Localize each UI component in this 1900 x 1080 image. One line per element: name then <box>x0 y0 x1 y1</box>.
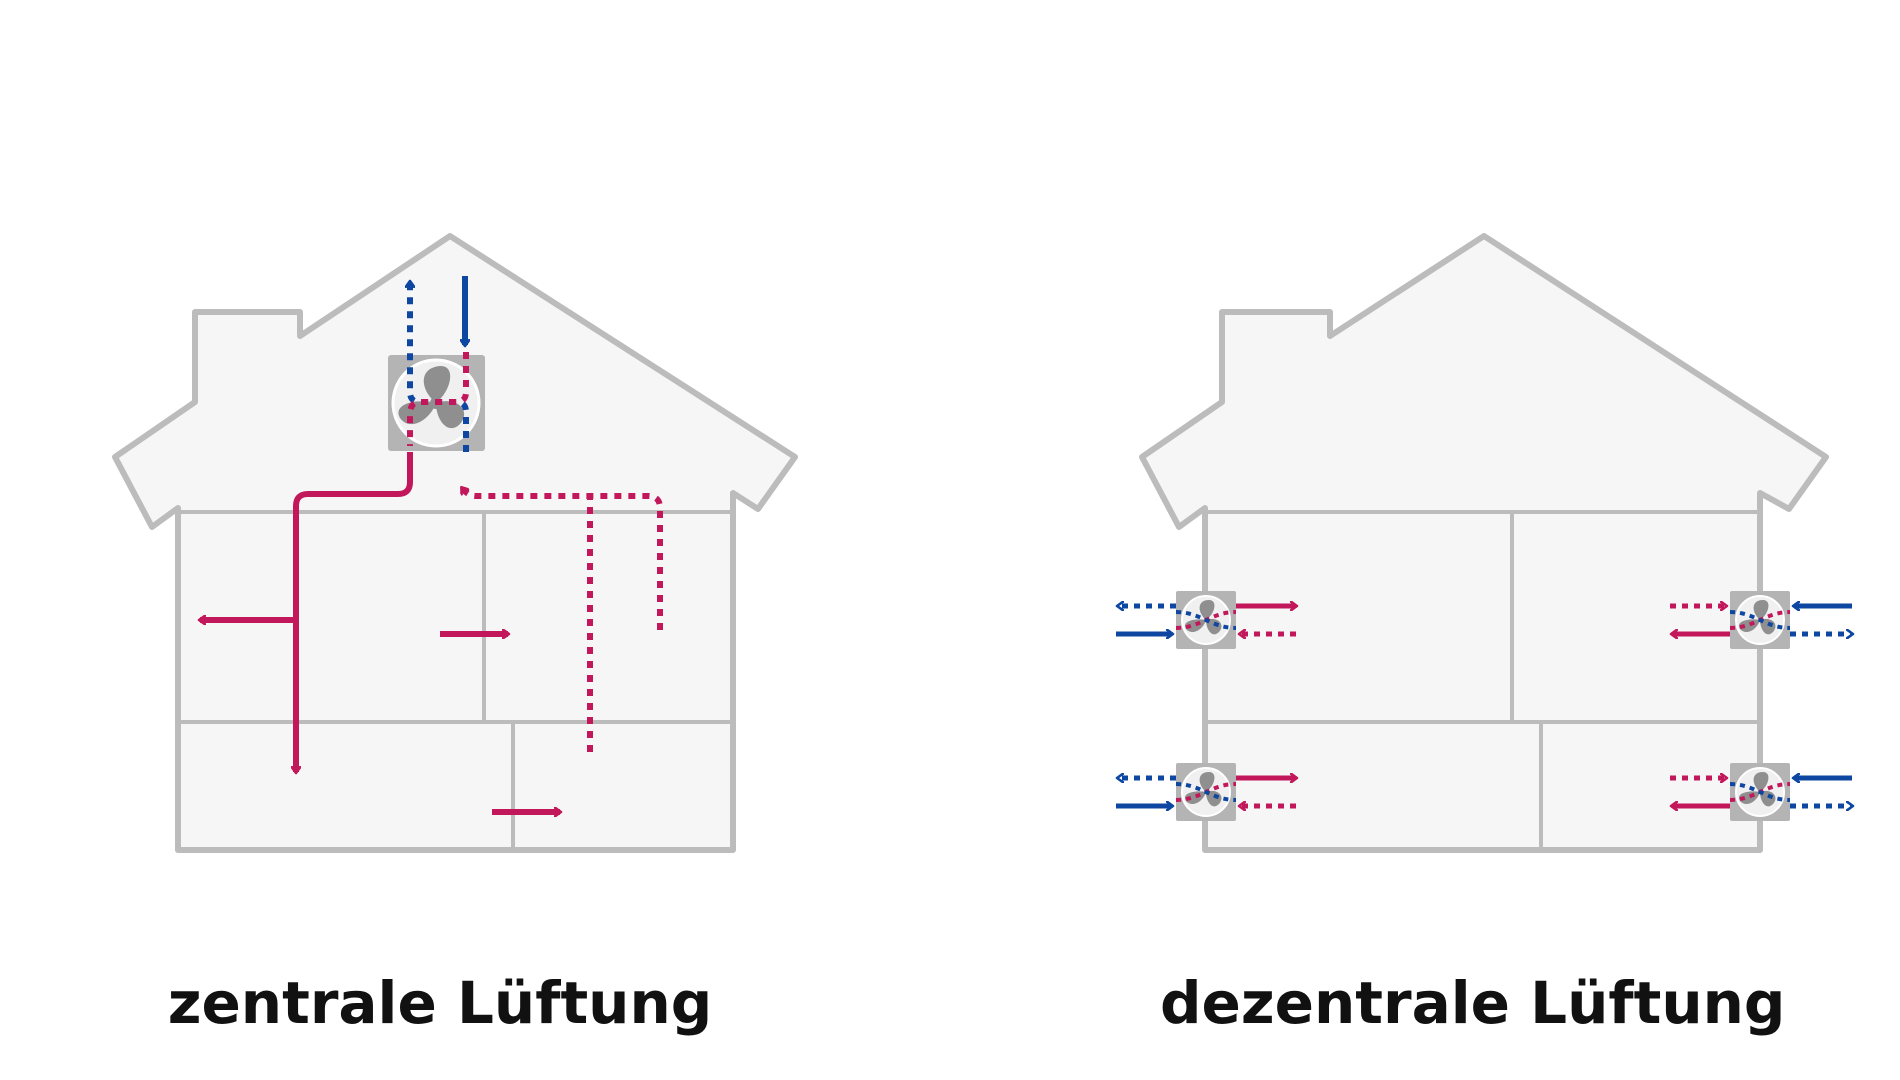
room-walls <box>178 510 733 850</box>
wall-fan-unit <box>1116 591 1296 649</box>
decentral-fan-units <box>1116 591 1852 821</box>
fan-icon <box>1181 767 1231 817</box>
extract-duct <box>459 488 663 630</box>
room-walls <box>1205 510 1760 850</box>
wall-fan-unit <box>1116 763 1296 821</box>
wall-fan-unit <box>1670 763 1852 821</box>
supply-duct-main <box>296 452 413 772</box>
exhaust-inner-path <box>407 352 469 446</box>
house-outline <box>1139 233 1829 853</box>
central-house <box>112 233 798 853</box>
house-outline <box>112 233 798 853</box>
decentral-house <box>1139 233 1829 853</box>
caption-central-ventilation: zentrale Lüftung <box>167 969 713 1037</box>
wall-fan-unit <box>1670 591 1852 649</box>
caption-decentral-ventilation: dezentrale Lüftung <box>1160 969 1786 1037</box>
